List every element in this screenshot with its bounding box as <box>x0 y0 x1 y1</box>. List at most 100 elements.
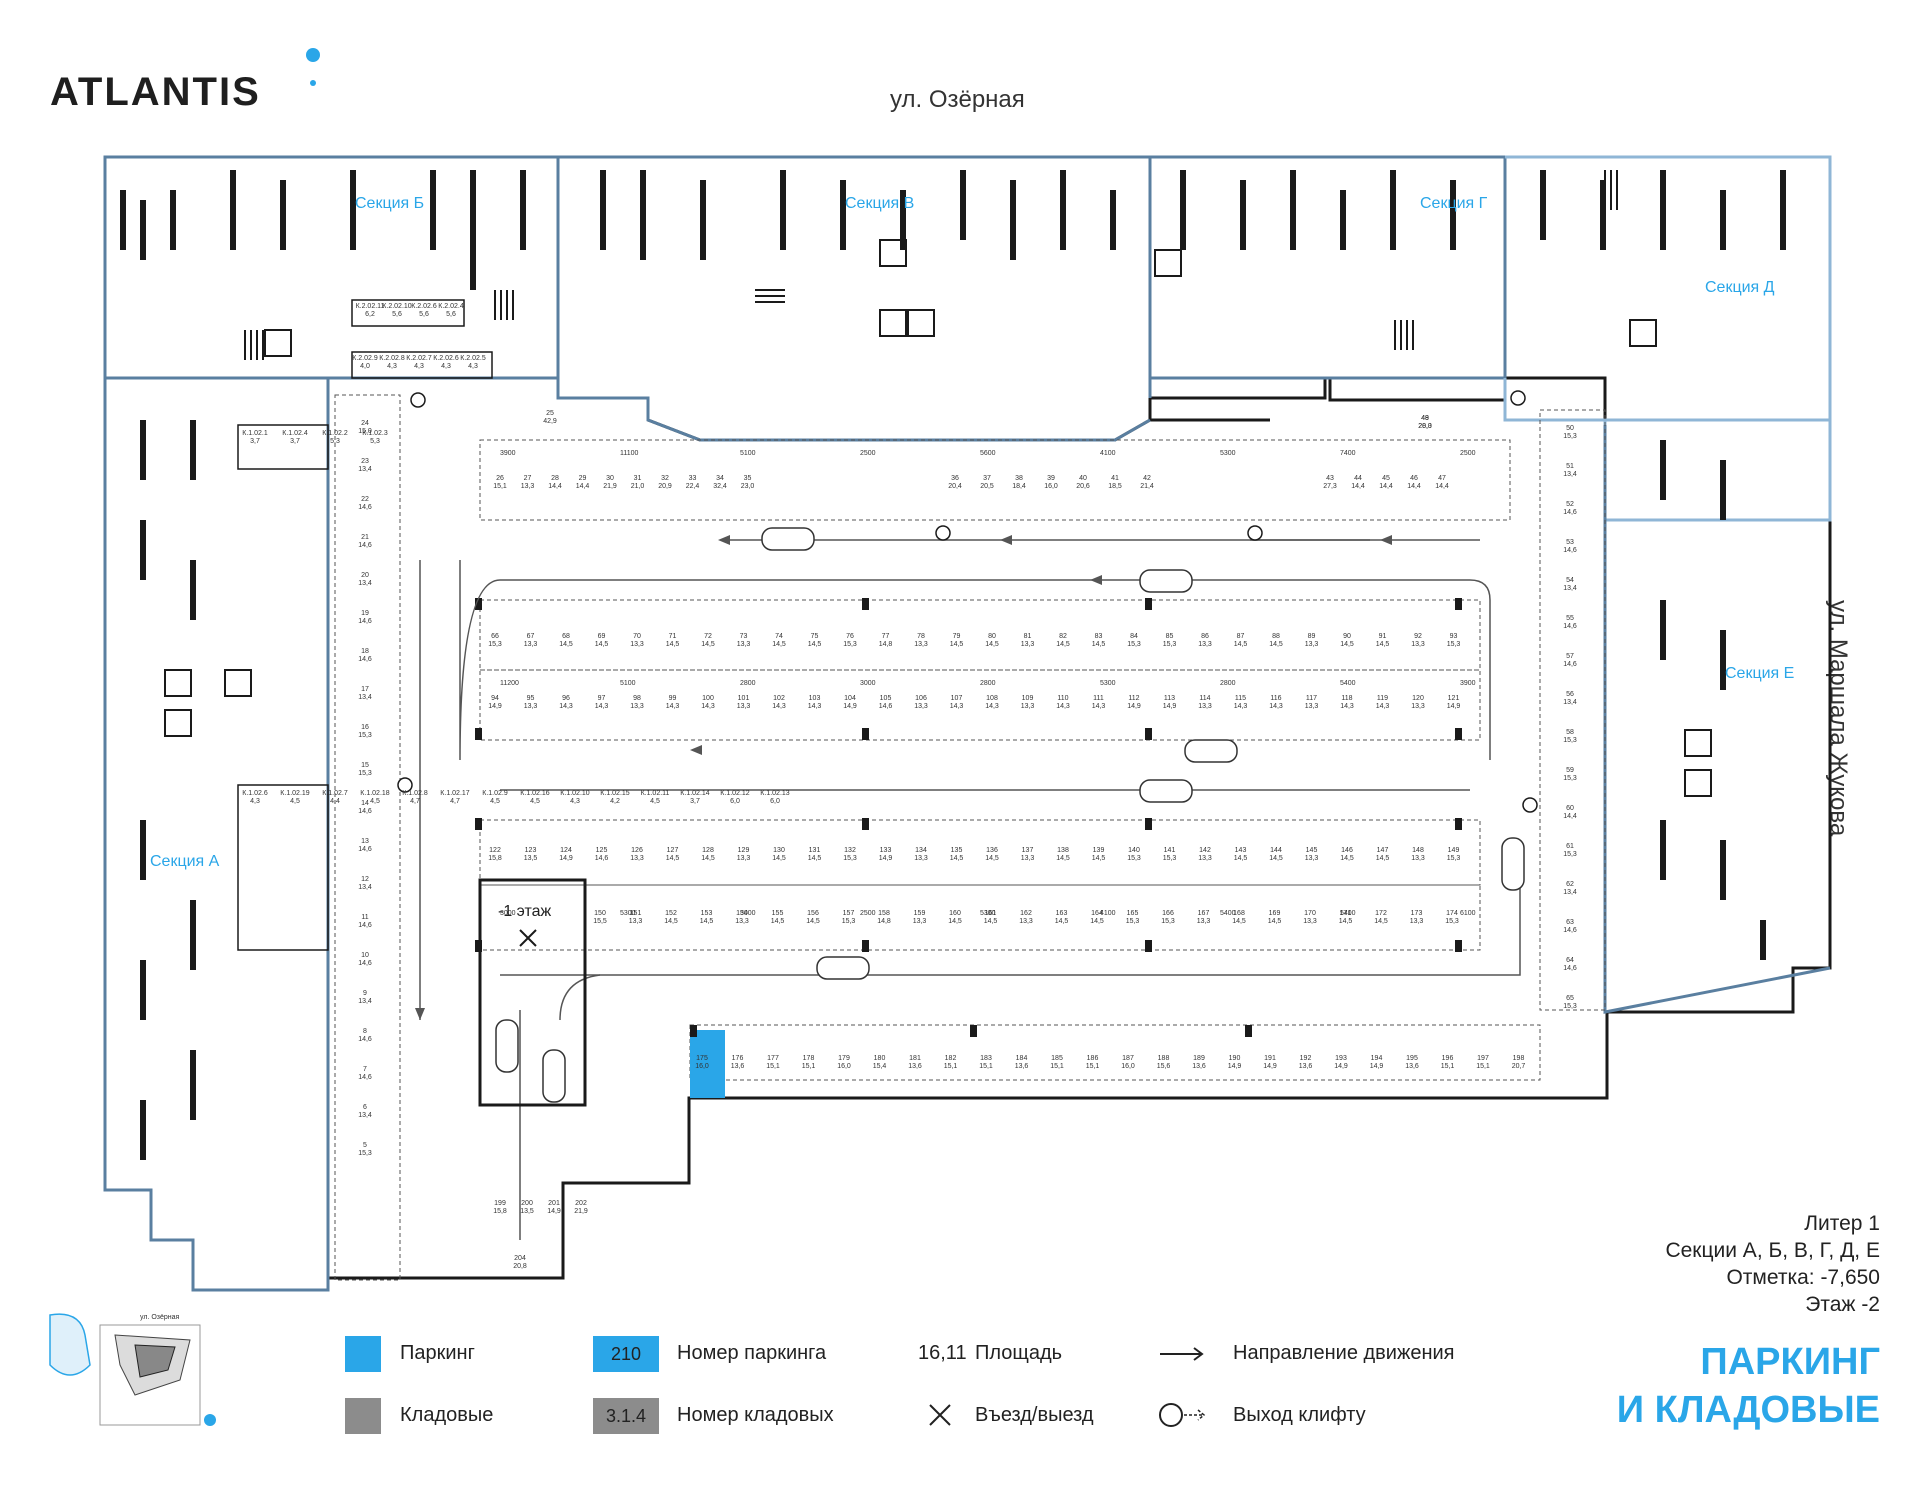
parking-slot-number: 18 <box>361 648 369 655</box>
parking-slot-number: 199 <box>494 1200 506 1207</box>
parking-slot-area: 14,5 <box>1055 918 1069 925</box>
dimension-label: 5400 <box>1340 910 1356 917</box>
parking-slot-area: 21,4 <box>1140 483 1154 490</box>
legend-storage-swatch <box>345 1398 381 1434</box>
parking-highlight-175 <box>690 1030 725 1098</box>
parking-slot-area: 14,9 <box>1370 1063 1384 1070</box>
parking-slot-number: 68 <box>562 633 570 640</box>
parking-slot-number: 19 <box>361 610 369 617</box>
street-top-label: ул. Озёрная <box>890 86 1025 113</box>
parking-slot-number: 201 <box>548 1200 560 1207</box>
parking-slot-number: К.1.02.1 <box>242 430 268 437</box>
parking-slot-number: 79 <box>953 633 961 640</box>
parking-slot-area: 13,4 <box>358 694 372 701</box>
parking-slot-number: 89 <box>1308 633 1316 640</box>
parking-slot-number: 148 <box>1412 847 1424 854</box>
parking-slot-area: 32,4 <box>713 483 727 490</box>
parking-slot-number: 158 <box>878 910 890 917</box>
parking-slot-number: 191 <box>1264 1055 1276 1062</box>
parking-slot-number: 86 <box>1201 633 1209 640</box>
parking-slot-area: 15,8 <box>493 1208 507 1215</box>
parking-slot-number: К.1.02.12 <box>720 790 749 797</box>
parking-slot-number: 73 <box>740 633 748 640</box>
title-line-1: ПАРКИНГ <box>1700 1341 1880 1383</box>
parking-slot-number: 82 <box>1059 633 1067 640</box>
parking-slot-area: 13,4 <box>1563 471 1577 478</box>
parking-slot-number: 60 <box>1566 805 1574 812</box>
parking-slot-area: 14,9 <box>547 1208 561 1215</box>
parking-slot-area: 14,6 <box>358 808 372 815</box>
pillars <box>475 598 1462 1037</box>
parking-slot-number: 133 <box>880 847 892 854</box>
parking-slot-area: 13,6 <box>1192 1063 1206 1070</box>
parking-slot-area: 14,4 <box>548 483 562 490</box>
parking-slot-number: 8 <box>363 1028 367 1035</box>
parking-slot-area: 15,3 <box>1163 855 1177 862</box>
parking-slot-number: 127 <box>667 847 679 854</box>
parking-slot-area: 13,3 <box>914 855 928 862</box>
parking-slot-area: 13,5 <box>520 1208 534 1215</box>
parking-slot-area: 13,3 <box>630 703 644 710</box>
parking-slot-area: 14,5 <box>701 855 715 862</box>
parking-slot-number: К.1.02.17 <box>440 790 469 797</box>
parking-slot-number: 100 <box>702 695 714 702</box>
parking-slot-area: 4,3 <box>570 798 580 805</box>
parking-slot-number: 48 <box>1421 415 1429 422</box>
parking-slot-area: 14,6 <box>1563 661 1577 668</box>
lift-exit-icon <box>1159 1403 1206 1427</box>
parking-slot-number: 42 <box>1143 475 1151 482</box>
dimension-label: 5400 <box>1220 910 1236 917</box>
ramp-label: -1 этаж <box>498 903 552 920</box>
parking-slot-area: 23,0 <box>741 483 755 490</box>
parking-slot-area: 15,3 <box>1447 855 1461 862</box>
parking-slot-area: 21,9 <box>603 483 617 490</box>
parking-slot-number: 12 <box>361 876 369 883</box>
dimension-label: 3000 <box>500 910 516 917</box>
parking-slot-area: 13,4 <box>358 1112 372 1119</box>
parking-slot-area: 14,5 <box>1339 918 1353 925</box>
legend-area-sample: 16,11 <box>918 1342 967 1364</box>
parking-slot-area: 14,5 <box>984 918 998 925</box>
parking-slot-number: 5 <box>363 1142 367 1149</box>
legend-storage-number-sample: 3.1.4 <box>593 1398 659 1434</box>
parking-slot-number: 161 <box>985 910 997 917</box>
parking-slot-number: 128 <box>702 847 714 854</box>
parking-slot-number: 50 <box>1566 425 1574 432</box>
parking-slot-number: 88 <box>1272 633 1280 640</box>
parking-slot-area: 14,3 <box>1092 703 1106 710</box>
parking-slot-area: 15,3 <box>1161 918 1175 925</box>
parking-slot-area: 15,1 <box>493 483 507 490</box>
parking-slot-area: 14,5 <box>808 641 822 648</box>
parking-slot-number: 14 <box>361 800 369 807</box>
parking-slot-number: К.1.02.8 <box>402 790 428 797</box>
parking-slot-area: 15,3 <box>1563 775 1577 782</box>
parking-slot-number: 84 <box>1130 633 1138 640</box>
parking-slot-number: 130 <box>773 847 785 854</box>
parking-slot-number: К.1.02.15 <box>600 790 629 797</box>
parking-slot-number: 186 <box>1087 1055 1099 1062</box>
parking-slot-area: 14,6 <box>358 960 372 967</box>
parking-slot-area: 13,4 <box>1563 585 1577 592</box>
parking-slot-number: К.1.02.9 <box>482 790 508 797</box>
parking-slot-number: К.1.02.3 <box>362 430 388 437</box>
parking-slot-number: 164 <box>1091 910 1103 917</box>
parking-slot-number: 20 <box>361 572 369 579</box>
parking-slot-area: 14,3 <box>666 703 680 710</box>
parking-slot-area: 13,3 <box>913 918 927 925</box>
parking-slot-area: 14,3 <box>559 703 573 710</box>
parking-slot-number: 62 <box>1566 881 1574 888</box>
storage-block-a <box>237 424 329 951</box>
parking-slot-number: 176 <box>732 1055 744 1062</box>
legend-parking-number-label: Номер паркинга <box>677 1342 827 1364</box>
title-line-2: И КЛАДОВЫЕ <box>1616 1389 1880 1431</box>
parking-slot-number: 76 <box>846 633 854 640</box>
parking-slot-area: 14,4 <box>1407 483 1421 490</box>
parking-slot-number: 61 <box>1566 843 1574 850</box>
parking-slot-number: 104 <box>844 695 856 702</box>
parking-slot-area: 15,1 <box>802 1063 816 1070</box>
parking-slot-area: 13,4 <box>1563 699 1577 706</box>
parking-slot-number: 95 <box>527 695 535 702</box>
parking-slot-area: 15,3 <box>1126 918 1140 925</box>
legend-area-label: Площадь <box>975 1342 1063 1364</box>
